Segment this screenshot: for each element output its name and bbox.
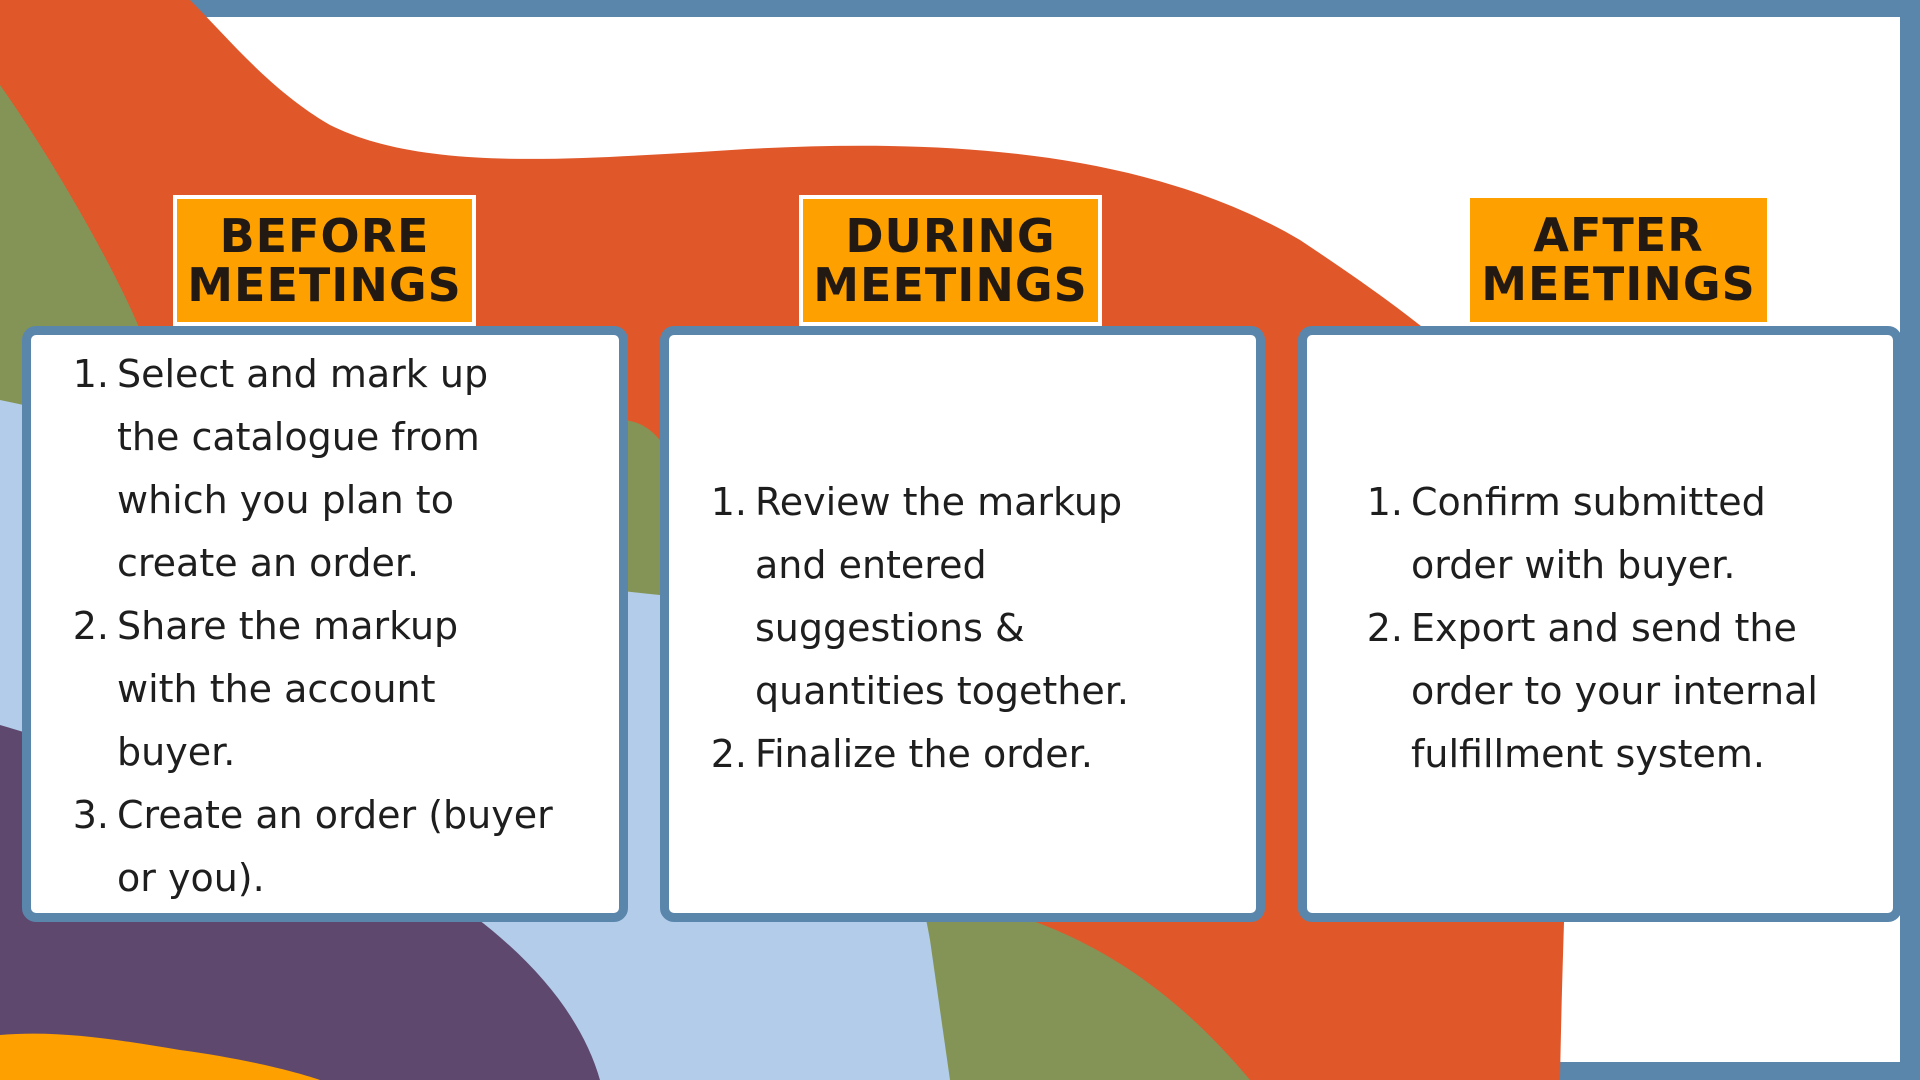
header-before-meetings: BEFORE MEETINGS: [173, 195, 476, 326]
list-item-number: 2.: [1366, 606, 1403, 650]
list-after-meetings: 1. Confirm submitted order with buyer. 2…: [1349, 471, 1889, 786]
list-before-meetings: 1. Select and mark up the catalogue from…: [55, 343, 615, 910]
card-after-meetings: 1. Confirm submitted order with buyer. 2…: [1298, 326, 1902, 922]
list-item: 2. Export and send the order to your int…: [1349, 597, 1889, 786]
frame-bottom-edge: [1540, 1062, 1920, 1080]
list-item-line: Review the markup: [755, 480, 1123, 524]
list-item-line: create an order.: [117, 541, 420, 585]
card-before-meetings: 1. Select and mark up the catalogue from…: [22, 326, 628, 922]
header-during-line-2: MEETINGS: [813, 257, 1088, 312]
header-during-line-1: DURING: [845, 208, 1056, 263]
list-item-number: 2.: [72, 604, 109, 648]
list-item: 1. Review the markup and entered suggest…: [693, 471, 1252, 723]
frame-top-edge: [0, 0, 1920, 17]
list-item-line: Create an order (buyer: [117, 793, 553, 837]
list-item-line: which you plan to: [117, 478, 454, 522]
list-item-line: with the account: [117, 667, 436, 711]
list-item-line: Export and send the: [1411, 606, 1797, 650]
list-item-line: the catalogue from: [117, 415, 480, 459]
list-item-line: suggestions &: [755, 606, 1025, 650]
card-during-meetings: 1. Review the markup and entered suggest…: [660, 326, 1265, 922]
header-after-line-2: MEETINGS: [1481, 257, 1756, 311]
list-item: 2. Share the markup with the account buy…: [55, 595, 615, 784]
list-item: 1. Select and mark up the catalogue from…: [55, 343, 615, 595]
list-item-line: quantities together.: [755, 669, 1129, 713]
header-during-meetings: DURING MEETINGS: [799, 195, 1102, 326]
header-after-line-1: AFTER: [1533, 208, 1704, 262]
list-item-line: or you).: [117, 856, 265, 900]
list-item-line: and entered: [755, 543, 987, 587]
list-item-number: 2.: [710, 732, 747, 776]
list-item-line: Share the markup: [117, 604, 459, 648]
list-item-number: 1.: [72, 352, 109, 396]
list-item-number: 3.: [72, 793, 109, 837]
list-item: 3. Create an order (buyer or you).: [55, 784, 615, 910]
list-item-line: fulfillment system.: [1411, 732, 1765, 776]
list-item-line: order with buyer.: [1411, 543, 1736, 587]
frame-right-edge: [1900, 0, 1920, 1080]
list-item-line: Finalize the order.: [755, 732, 1093, 776]
header-after-meetings: AFTER MEETINGS: [1470, 198, 1767, 322]
list-item-line: order to your internal: [1411, 669, 1818, 713]
list-item-line: Confirm submitted: [1411, 480, 1766, 524]
header-before-line-2: MEETINGS: [187, 257, 462, 312]
list-item: 1. Confirm submitted order with buyer.: [1349, 471, 1889, 597]
amber-corner-shape: [0, 1033, 320, 1080]
list-item-number: 1.: [710, 480, 747, 524]
list-item-line: buyer.: [117, 730, 236, 774]
list-item-number: 1.: [1366, 480, 1403, 524]
header-before-line-1: BEFORE: [219, 208, 430, 263]
list-during-meetings: 1. Review the markup and entered suggest…: [693, 471, 1252, 786]
list-item-line: Select and mark up: [117, 352, 489, 396]
list-item: 2. Finalize the order.: [693, 723, 1252, 786]
